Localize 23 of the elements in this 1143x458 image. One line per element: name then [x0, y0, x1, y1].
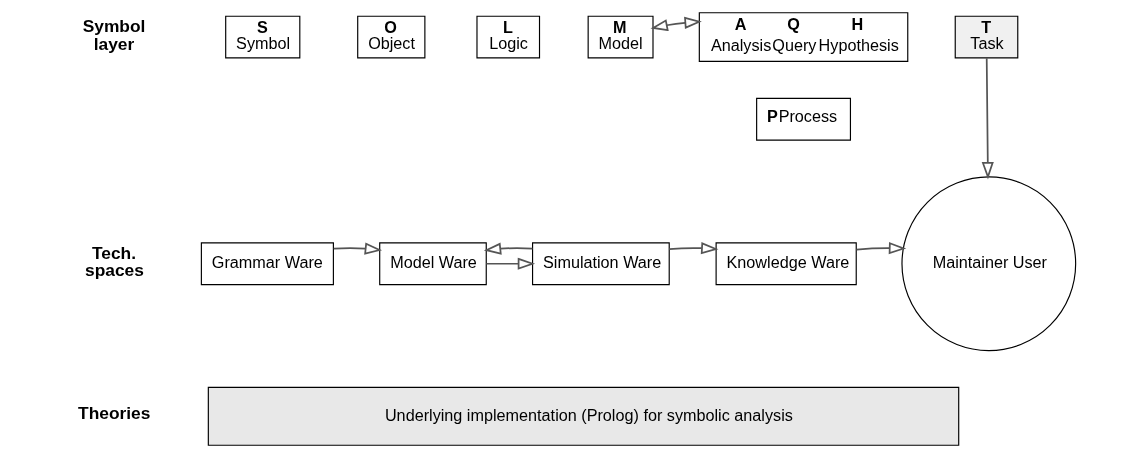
arrow	[981, 57, 994, 180]
node-box: Simulation Ware	[532, 242, 670, 286]
node-circle: Maintainer User	[901, 176, 1077, 352]
arrow	[668, 242, 719, 255]
node-box: Grammar Ware	[200, 242, 334, 286]
arrow	[483, 242, 534, 255]
node-box: Underlying implementation (Prolog) for symbolic analysis	[207, 386, 960, 446]
node-box: S Symbol	[225, 15, 301, 59]
arrow	[485, 257, 536, 270]
label: Theories	[78, 403, 151, 424]
node-box: M Model	[587, 15, 654, 59]
node-box: Model Ware	[379, 242, 487, 286]
label: Symbol layer	[82, 16, 146, 54]
node-box: Knowledge Ware	[715, 242, 857, 286]
arrow	[855, 242, 907, 255]
node-box: O Object	[357, 15, 426, 59]
arrow	[332, 242, 383, 255]
node-box: PProcess	[756, 97, 852, 141]
label: Tech. spaces	[85, 243, 144, 281]
node-box: A Q H AnalysisQueryHypothesis	[698, 12, 909, 62]
arrow	[650, 16, 702, 32]
node-box: T Task	[954, 15, 1019, 59]
node-box: L Logic	[476, 15, 541, 59]
